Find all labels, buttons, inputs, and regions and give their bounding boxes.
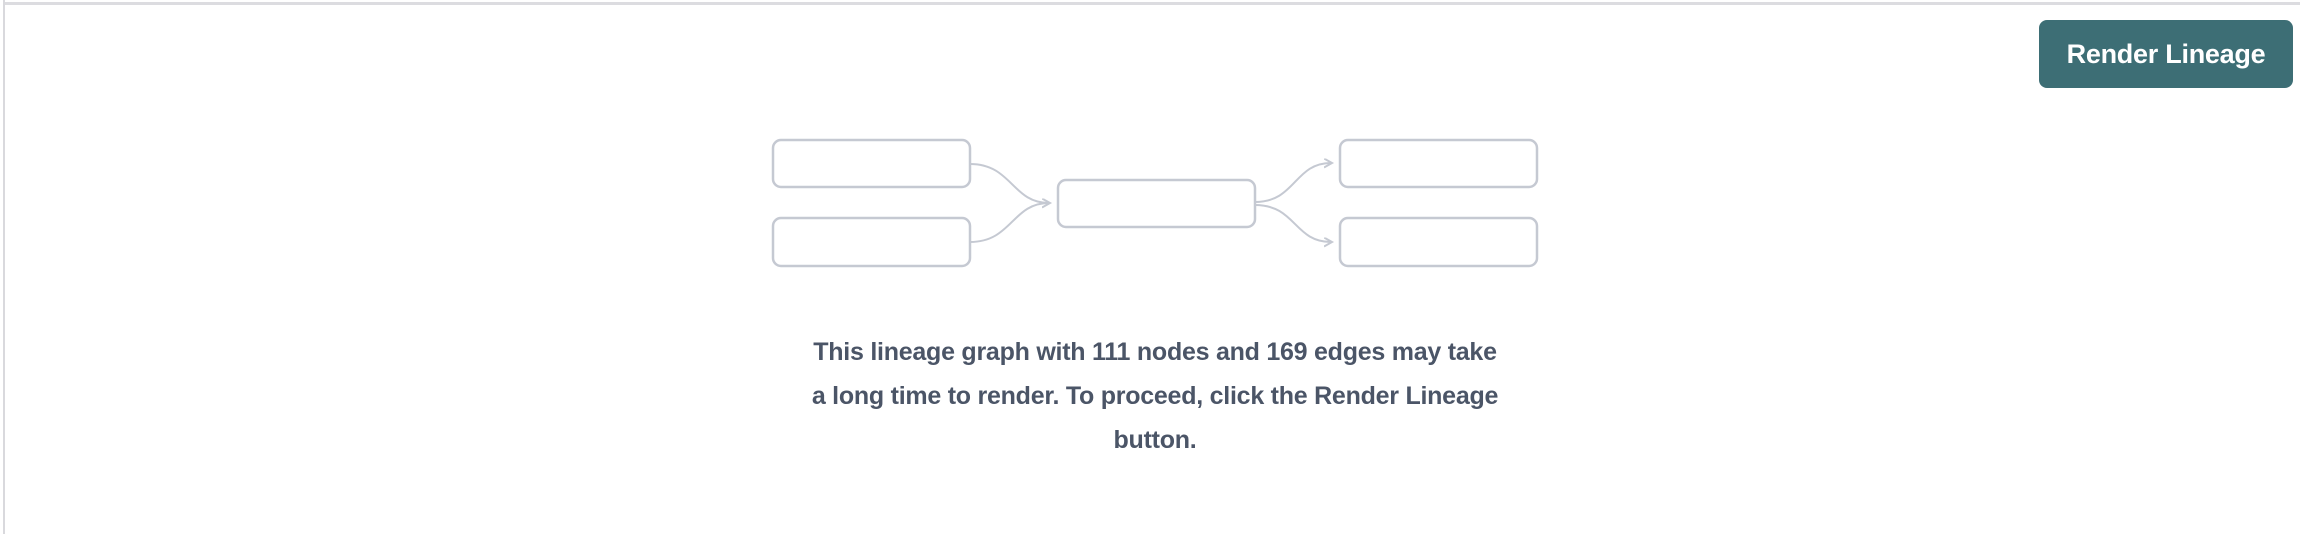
message-line: a long time to render. To proceed, click… bbox=[811, 382, 1499, 410]
placeholder-node bbox=[771, 216, 972, 268]
message-line: This lineage graph with 111 nodes and 16… bbox=[813, 338, 1497, 366]
placeholder-edge bbox=[969, 163, 1049, 203]
panel-top-divider bbox=[5, 2, 2300, 5]
message-line: button. bbox=[1113, 426, 1197, 454]
render-warning-message: This lineage graph with 111 nodes and 16… bbox=[754, 330, 1556, 462]
render-lineage-button[interactable]: Render Lineage bbox=[2039, 20, 2293, 88]
panel-left-divider bbox=[3, 0, 5, 534]
placeholder-node bbox=[771, 138, 972, 189]
placeholder-node bbox=[1338, 216, 1539, 268]
placeholder-edge bbox=[1254, 204, 1331, 242]
placeholder-edge bbox=[969, 202, 1050, 243]
placeholder-node bbox=[1056, 178, 1257, 229]
placeholder-node bbox=[1338, 138, 1539, 189]
lineage-placeholder-graphic bbox=[771, 138, 1539, 268]
placeholder-edge bbox=[1254, 163, 1331, 203]
